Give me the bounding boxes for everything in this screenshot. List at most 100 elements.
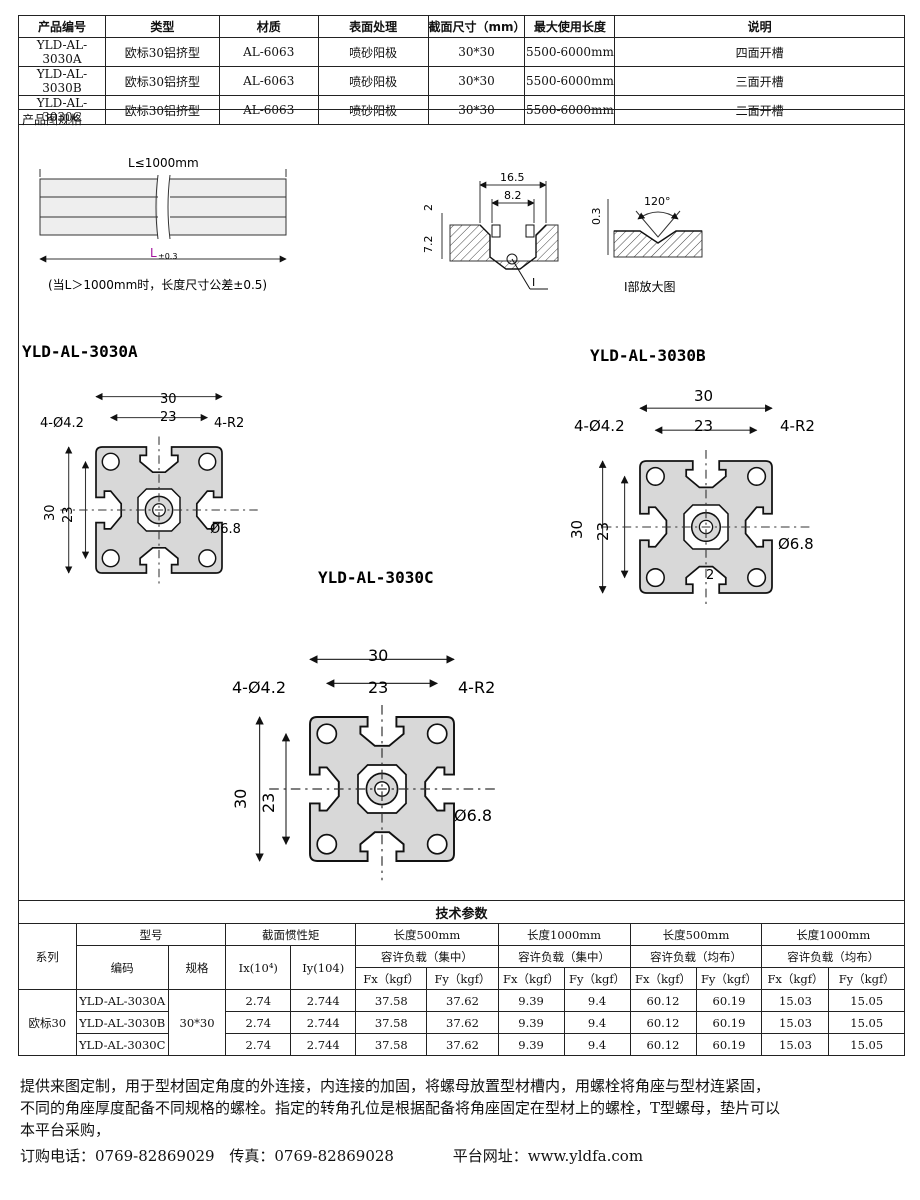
tech-cell: 2.74 bbox=[225, 989, 292, 1012]
length-view: L≤1000mm L ±0.3 (当L＞1000mm时，长度尺寸公差±0.5) bbox=[39, 156, 287, 292]
tech-header: Fy（kgf） bbox=[563, 967, 631, 990]
tech-cell: YLD-AL-3030B bbox=[75, 1011, 169, 1034]
figure-section-label: 产品图规格 bbox=[22, 113, 83, 127]
note-line: 不同的角座厚度配备不同规格的螺栓。指定的转角孔位是根据配备将角座固定在型材上的螺… bbox=[20, 1099, 781, 1117]
slot-section-view: I 16.5 8.2 2 7.2 bbox=[422, 171, 559, 290]
spec-cell: 四面开槽 bbox=[614, 37, 905, 67]
tech-cell: YLD-AL-3030C bbox=[75, 1033, 169, 1056]
tech-header: Iy(104) bbox=[290, 945, 357, 990]
tech-cell: 60.12 bbox=[629, 1011, 697, 1034]
tech-spec: 30*30 bbox=[167, 989, 227, 1056]
profile-a-center: Ø6.8 bbox=[210, 522, 241, 537]
tech-header: 长度500mm bbox=[629, 923, 763, 946]
spec-cell: 5500-6000mm bbox=[524, 95, 616, 125]
spec-cell: 欧标30铝挤型 bbox=[104, 37, 220, 67]
technical-drawing: L≤1000mm L ±0.3 (当L＞1000mm时，长度尺寸公差±0.5) … bbox=[22, 156, 815, 881]
tech-cell: 9.4 bbox=[563, 1011, 631, 1034]
length-bottom-label: L bbox=[150, 246, 157, 260]
profile-a-outer: 30 bbox=[160, 392, 177, 407]
tech-table: 技术参数 系列 型号 截面惯性矩 长度500mm 长度1000mm 长度500m… bbox=[18, 900, 905, 1056]
note-line: 提供来图定制，用于型材固定角度的外连接，内连接的加固，将螺母放置型材槽内，用螺栓… bbox=[20, 1077, 771, 1095]
model-a-title: YLD-AL-3030A bbox=[22, 342, 138, 361]
profile-a-height: 30 bbox=[43, 504, 58, 521]
tech-cell: 9.4 bbox=[563, 1033, 631, 1056]
tech-cell: 37.58 bbox=[355, 989, 428, 1012]
slot-top-depth: 2 bbox=[422, 204, 435, 211]
profile-a-radius: 4-R2 bbox=[214, 416, 244, 431]
profile-b-wall: 2 bbox=[706, 568, 714, 583]
tech-header: Fx（kgf） bbox=[355, 967, 428, 990]
tech-cell: 2.74 bbox=[225, 1011, 292, 1034]
tech-cell: 15.03 bbox=[761, 1033, 830, 1056]
spec-header-row: 产品编号 类型 材质 表面处理 截面尺寸（mm） 最大使用长度 说明 bbox=[18, 15, 905, 38]
spec-cell: AL-6063 bbox=[218, 37, 319, 67]
table-row: YLD-AL-3030C 欧标30铝挤型 AL-6063 喷砂阳极 30*30 … bbox=[18, 95, 905, 125]
profile-b-hole: 4-Ø4.2 bbox=[574, 417, 625, 435]
spec-header: 说明 bbox=[614, 15, 905, 38]
spec-cell: 喷砂阳极 bbox=[317, 66, 429, 96]
tech-header: Fx（kgf） bbox=[629, 967, 697, 990]
spec-header: 产品编号 bbox=[18, 15, 106, 38]
spec-header: 最大使用长度 bbox=[524, 15, 616, 38]
profile-c-hole: 4-Ø4.2 bbox=[232, 678, 286, 697]
spec-cell: YLD-AL-3030C bbox=[18, 95, 106, 125]
spec-header: 材质 bbox=[218, 15, 319, 38]
tech-cell: 60.12 bbox=[629, 1033, 697, 1056]
length-note: (当L＞1000mm时，长度尺寸公差±0.5) bbox=[48, 277, 267, 292]
spec-cell: 5500-6000mm bbox=[524, 66, 616, 96]
tech-cell: 15.05 bbox=[828, 1011, 905, 1034]
tech-cell: 60.19 bbox=[695, 989, 763, 1012]
tech-cell: 37.62 bbox=[426, 1011, 499, 1034]
tech-header: 容许负载（均布） bbox=[629, 945, 763, 968]
slot-total-depth: 7.2 bbox=[422, 236, 435, 254]
website-link[interactable]: 平台网址：www.yldfa.com bbox=[452, 1147, 644, 1165]
tech-cell: 15.05 bbox=[828, 989, 905, 1012]
tech-header: Ix(10⁴) bbox=[225, 945, 292, 990]
table-row: YLD-AL-3030A 欧标30铝挤型 AL-6063 喷砂阳极 30*30 … bbox=[18, 37, 905, 67]
spec-cell: 欧标30铝挤型 bbox=[104, 66, 220, 96]
notes-block: 提供来图定制，用于型材固定角度的外连接，内连接的加固，将螺母放置型材槽内，用螺栓… bbox=[20, 1075, 905, 1167]
tech-header: 长度500mm bbox=[355, 923, 499, 946]
spec-cell: 三面开槽 bbox=[614, 66, 905, 96]
profile-b-drawing bbox=[598, 404, 810, 605]
spec-cell: YLD-AL-3030A bbox=[18, 37, 106, 67]
spec-header: 表面处理 bbox=[317, 15, 429, 38]
tech-header: 截面惯性矩 bbox=[225, 923, 357, 946]
spec-cell: AL-6063 bbox=[218, 95, 319, 125]
profile-c-height: 30 bbox=[231, 789, 250, 809]
length-tolerance: ±0.3 bbox=[158, 252, 177, 261]
tech-cell: 15.03 bbox=[761, 989, 830, 1012]
profile-b-height: 30 bbox=[568, 520, 586, 539]
profile-a-inner-height: 23 bbox=[61, 506, 76, 523]
detail-view-label: I部放大图 bbox=[624, 279, 676, 294]
tech-cell: 2.744 bbox=[290, 989, 357, 1012]
table-row: 欧标30 YLD-AL-3030A 30*30 2.74 2.744 37.58… bbox=[18, 989, 905, 1056]
detail-angle: 120° bbox=[644, 195, 671, 208]
profile-b-radius: 4-R2 bbox=[780, 417, 815, 435]
profile-c-drawing bbox=[255, 655, 495, 881]
model-c-title: YLD-AL-3030C bbox=[318, 568, 434, 587]
tech-cell: 2.744 bbox=[290, 1033, 357, 1056]
model-b-title: YLD-AL-3030B bbox=[590, 346, 706, 365]
tech-cell: 9.39 bbox=[497, 989, 565, 1012]
tech-header: 容许负载（集中） bbox=[497, 945, 631, 968]
spec-table: 产品编号 类型 材质 表面处理 截面尺寸（mm） 最大使用长度 说明 YLD-A… bbox=[18, 15, 905, 125]
spec-header: 类型 bbox=[104, 15, 220, 38]
tech-header: 容许负载（均布） bbox=[761, 945, 905, 968]
profile-c-radius: 4-R2 bbox=[458, 678, 495, 697]
tech-cell: 15.05 bbox=[828, 1033, 905, 1056]
slot-outer-width: 16.5 bbox=[500, 171, 525, 184]
tech-header: 系列 bbox=[18, 923, 77, 990]
spec-cell: 30*30 bbox=[427, 37, 526, 67]
tech-cell: 60.19 bbox=[695, 1011, 763, 1034]
tech-cell: 60.12 bbox=[629, 989, 697, 1012]
profile-b-inner: 23 bbox=[694, 417, 713, 435]
spec-cell: 30*30 bbox=[427, 66, 526, 96]
spec-cell: 5500-6000mm bbox=[524, 37, 616, 67]
tech-header: 编码 bbox=[75, 945, 169, 990]
tech-header: Fx（kgf） bbox=[497, 967, 565, 990]
fax-number: 传真：0769-82869028 bbox=[229, 1147, 394, 1165]
profile-a-inner: 23 bbox=[160, 410, 177, 425]
profile-c-inner-height: 23 bbox=[259, 793, 278, 813]
tech-header: 型号 bbox=[75, 923, 227, 946]
